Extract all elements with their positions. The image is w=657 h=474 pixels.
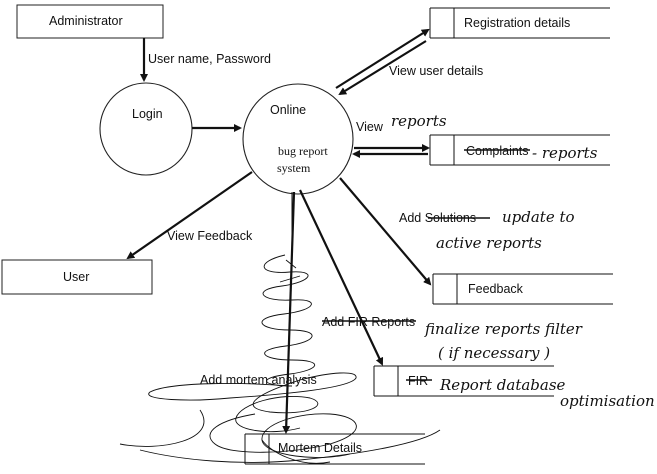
mortem-details-store: Mortem Details: [244, 433, 425, 465]
flow-add-fir-reports: Add FIR Reports finalize reports filter …: [299, 189, 655, 410]
handwritten-finalize-line1: finalize reports filter: [424, 320, 583, 338]
administrator-entity: Administrator: [16, 4, 164, 39]
registration-details-label: Registration details: [464, 16, 570, 30]
add-fir-reports-label: Add FIR Reports: [322, 315, 415, 329]
online-label: Online: [270, 103, 306, 117]
complaints-store: Complaints - reports: [429, 134, 610, 166]
scribble-strikeout: [119, 254, 441, 464]
view-user-details-label: View user details: [389, 64, 483, 78]
credentials-label: User name, Password: [148, 52, 271, 66]
flow-view-complaints: View reports: [352, 112, 447, 158]
flow-view-feedback: View Feedback: [126, 171, 253, 260]
handwritten-reports-complaints: - reports: [532, 144, 598, 162]
view-label: View: [356, 120, 384, 134]
system-label: system: [277, 161, 311, 175]
feedback-label: Feedback: [468, 282, 524, 296]
bug-report-label: bug report: [278, 144, 328, 158]
fir-label: FIR: [408, 374, 428, 388]
login-label: Login: [132, 107, 163, 121]
online-bug-report-system-process: Online bug report system: [242, 83, 354, 195]
user-label: User: [63, 270, 89, 284]
feedback-store: Feedback: [432, 273, 613, 305]
login-process: Login: [99, 82, 193, 176]
handwritten-reports-view: reports: [391, 112, 447, 130]
registration-details-store: Registration details: [429, 7, 610, 39]
fir-store: FIR: [373, 365, 554, 397]
handwritten-update-line1: update to: [502, 208, 575, 226]
flow-add-solutions: Add Solutions update to active reports: [339, 177, 575, 286]
flow-credentials: User name, Password: [140, 38, 271, 82]
handwritten-report-line1: Report database: [439, 376, 566, 394]
complaints-label: Complaints: [466, 144, 529, 158]
mortem-details-label: Mortem Details: [278, 441, 362, 455]
flow-view-user-details: View user details: [335, 28, 483, 96]
user-entity: User: [1, 259, 153, 295]
handwritten-finalize-line2: ( if necessary ): [438, 344, 550, 362]
handwritten-update-line2: active reports: [436, 234, 542, 252]
handwritten-report-line2: optimisation: [560, 392, 655, 410]
administrator-label: Administrator: [49, 14, 123, 28]
view-feedback-label: View Feedback: [167, 229, 253, 243]
